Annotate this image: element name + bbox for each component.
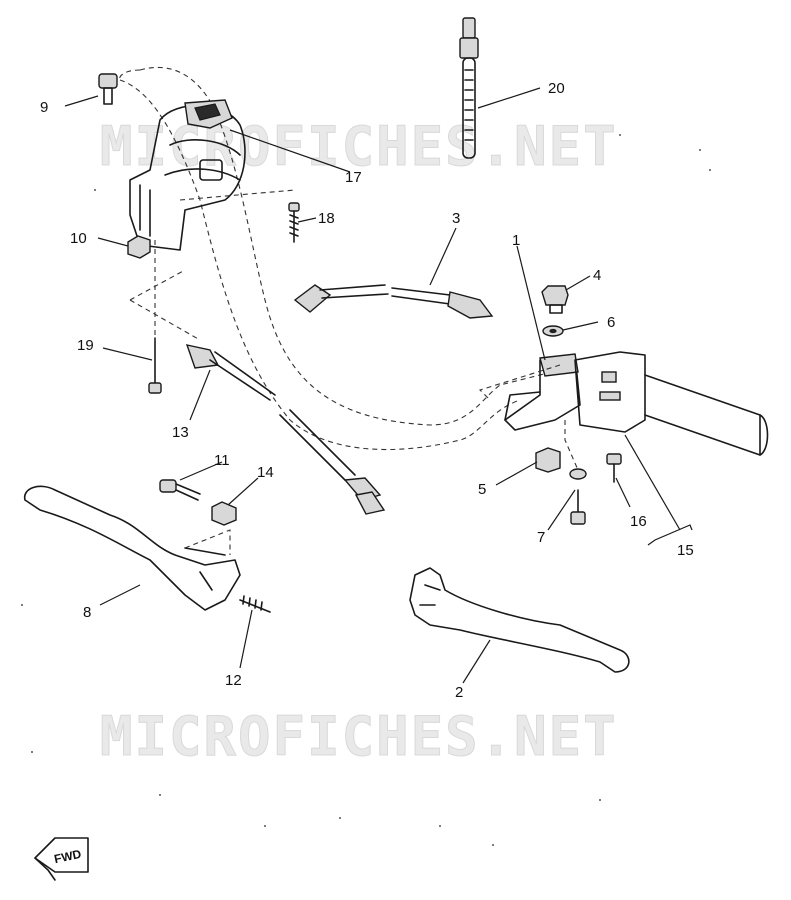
part-20-cable-tie (459, 17, 479, 159)
callout-labels: 1 2 3 4 5 6 7 8 9 10 11 12 13 14 15 16 1… (40, 80, 694, 701)
callout-16: 16 (630, 513, 647, 530)
callout-14: 14 (257, 464, 274, 481)
watermark-top: MICROFICHES.NET (100, 115, 618, 178)
callout-7: 7 (537, 529, 545, 546)
watermark-bottom: MICROFICHES.NET (100, 705, 618, 768)
part-8-clutch-lever (24, 485, 241, 611)
callout-17: 17 (345, 169, 362, 186)
callout-4: 4 (593, 267, 601, 284)
scan-specks (21, 134, 711, 846)
callout-6: 6 (607, 314, 615, 331)
callout-1: 1 (512, 232, 520, 249)
fwd-label: FWD (53, 847, 83, 866)
callout-19: 19 (77, 337, 94, 354)
part-6-washer (542, 325, 564, 337)
callout-13: 13 (172, 424, 189, 441)
callout-20: 20 (548, 80, 565, 97)
part-10-nut (127, 235, 151, 259)
part-14-nut (211, 501, 237, 526)
part-2-brake-lever (409, 567, 630, 673)
callout-3: 3 (452, 210, 460, 227)
handlebar-outline (119, 66, 561, 450)
callout-12: 12 (225, 672, 242, 689)
callout-8: 8 (83, 604, 91, 621)
left-switch-assembly (129, 99, 246, 251)
part-4-cap (541, 285, 569, 314)
callout-11: 11 (214, 452, 230, 469)
part-16-screw (606, 453, 622, 483)
right-brake-assembly (504, 351, 769, 456)
leader-lines (64, 87, 681, 684)
part-7-bolt-and-washer (569, 468, 587, 525)
part-5-nut (535, 447, 561, 473)
callout-10: 10 (70, 230, 87, 247)
part-3-switch-cable (293, 284, 494, 319)
callout-9: 9 (40, 99, 48, 116)
part-12-screw (239, 595, 271, 613)
part-19-screw (148, 337, 162, 394)
part-13-switch-cable (185, 344, 386, 515)
part-9-screw (98, 73, 118, 105)
part-18-screw (288, 202, 300, 243)
callout-18: 18 (318, 210, 335, 227)
fwd-direction-marker: FWD (34, 837, 89, 881)
callout-15: 15 (677, 542, 694, 559)
callout-5: 5 (478, 481, 486, 498)
callout-2: 2 (455, 684, 463, 701)
part-11-bolt (159, 479, 201, 501)
